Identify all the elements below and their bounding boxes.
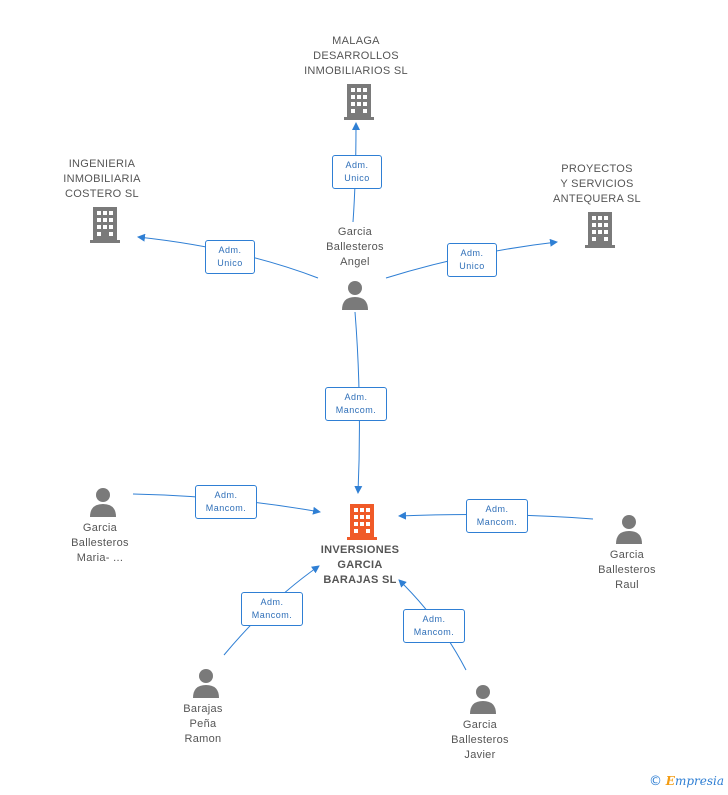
edge-label-angel-inversiones[interactable]: Adm. Mancom. [325,387,387,421]
edge-label-line: Adm. [214,490,238,500]
empresia-watermark[interactable]: © Empresia [649,774,724,789]
label-line: Y SERVICIOS [560,178,634,190]
label-line: COSTERO SL [65,188,139,200]
label-line: GARCIA [337,559,383,571]
building-icon[interactable] [585,212,615,248]
node-label-inversiones[interactable]: INVERSIONES GARCIA BARAJAS SL [300,543,420,588]
node-label-angel[interactable]: Garcia Ballesteros Angel [305,225,405,270]
person-icon[interactable] [341,280,369,310]
label-line: Ballesteros [451,734,509,746]
edge-label-line: Unico [217,258,243,268]
label-line: ANTEQUERA SL [553,193,641,205]
edge-label-angel-malaga[interactable]: Adm. Unico [332,155,382,189]
edge-label-line: Mancom. [251,610,293,620]
label-line: Ballesteros [71,537,129,549]
edge-label-line: Adm. [460,248,484,258]
edge-label-maria-inversiones[interactable]: Adm. Mancom. [195,485,257,519]
building-icon[interactable] [90,207,120,243]
edge-label-line: Adm. [260,597,284,607]
node-label-raul[interactable]: Garcia Ballesteros Raul [577,548,677,593]
node-label-proyectos[interactable]: PROYECTOS Y SERVICIOS ANTEQUERA SL [537,162,657,207]
label-line: INMOBILIARIOS SL [304,65,408,77]
node-label-malaga[interactable]: MALAGA DESARROLLOS INMOBILIARIOS SL [296,34,416,79]
label-line: INVERSIONES [320,544,400,556]
label-line: Raul [615,579,639,591]
label-line: Garcia [82,522,118,534]
label-line: Maria- ... [76,552,124,564]
edge-label-line: Mancom. [413,627,455,637]
edge-label-line: Adm. [218,245,242,255]
edge-label-line: Mancom. [205,503,247,513]
label-line: INMOBILIARIA [63,173,141,185]
node-label-ramon[interactable]: Barajas Peña Ramon [153,702,253,747]
edge-label-line: Unico [344,173,370,183]
edge-label-ramon-inversiones[interactable]: Adm. Mancom. [241,592,303,626]
edge-label-line: Unico [459,261,485,271]
label-line: Peña [189,718,217,730]
label-line: Angel [340,256,370,268]
label-line: Garcia [337,226,373,238]
label-line: Garcia [609,549,645,561]
label-line: Javier [464,749,496,761]
edge-label-line: Adm. [344,392,368,402]
label-line: BARAJAS SL [323,574,397,586]
brand-name: mpresia [674,774,724,788]
node-label-javier[interactable]: Garcia Ballesteros Javier [430,718,530,763]
label-line: DESARROLLOS [313,50,399,62]
label-line: Ramon [184,733,222,745]
label-line: INGENIERIA [68,158,136,170]
edge-label-line: Mancom. [335,405,377,415]
person-icon[interactable] [469,684,497,714]
edge-label-angel-ingenieria[interactable]: Adm. Unico [205,240,255,274]
person-icon[interactable] [192,668,220,698]
edge-label-line: Adm. [345,160,369,170]
building-icon[interactable] [347,504,377,540]
label-line: Barajas [183,703,223,715]
person-icon[interactable] [89,487,117,517]
edge-label-line: Adm. [422,614,446,624]
label-line: Ballesteros [598,564,656,576]
label-line: PROYECTOS [561,163,633,175]
edge-label-raul-inversiones[interactable]: Adm. Mancom. [466,499,528,533]
edge-label-javier-inversiones[interactable]: Adm. Mancom. [403,609,465,643]
edge-label-line: Adm. [485,504,509,514]
person-icon[interactable] [615,514,643,544]
label-line: MALAGA [332,35,380,47]
brand-initial: E [665,774,675,788]
edge-label-angel-proyectos[interactable]: Adm. Unico [447,243,497,277]
copyright-icon: © [648,774,662,789]
edge-label-line: Mancom. [476,517,518,527]
node-label-ingenieria[interactable]: INGENIERIA INMOBILIARIA COSTERO SL [42,157,162,202]
label-line: Garcia [462,719,498,731]
node-label-maria[interactable]: Garcia Ballesteros Maria- ... [50,521,150,566]
building-icon[interactable] [344,84,374,120]
label-line: Ballesteros [326,241,384,253]
